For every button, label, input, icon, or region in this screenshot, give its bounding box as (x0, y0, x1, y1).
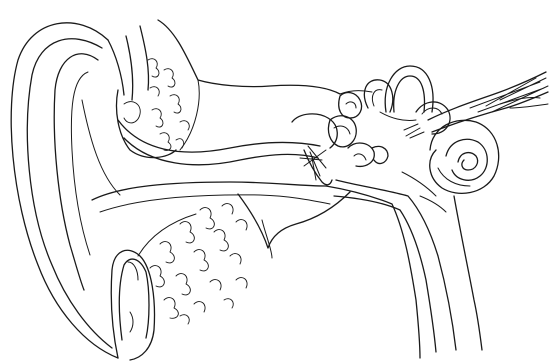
semicircular-canals (364, 66, 450, 134)
eardrum (300, 146, 332, 185)
eustachian-tube (334, 172, 456, 352)
cochlea (430, 120, 499, 193)
earlobe (111, 250, 154, 360)
skull-outline (340, 91, 482, 350)
ear-canal (92, 120, 330, 212)
temporal-bone (117, 20, 341, 158)
mastoid-air-cells-upper (124, 59, 189, 151)
mastoid-air-cells-lower (150, 192, 350, 324)
auricle (11, 23, 124, 358)
lower-bone-outline (138, 186, 420, 358)
auditory-nerve (404, 72, 548, 138)
